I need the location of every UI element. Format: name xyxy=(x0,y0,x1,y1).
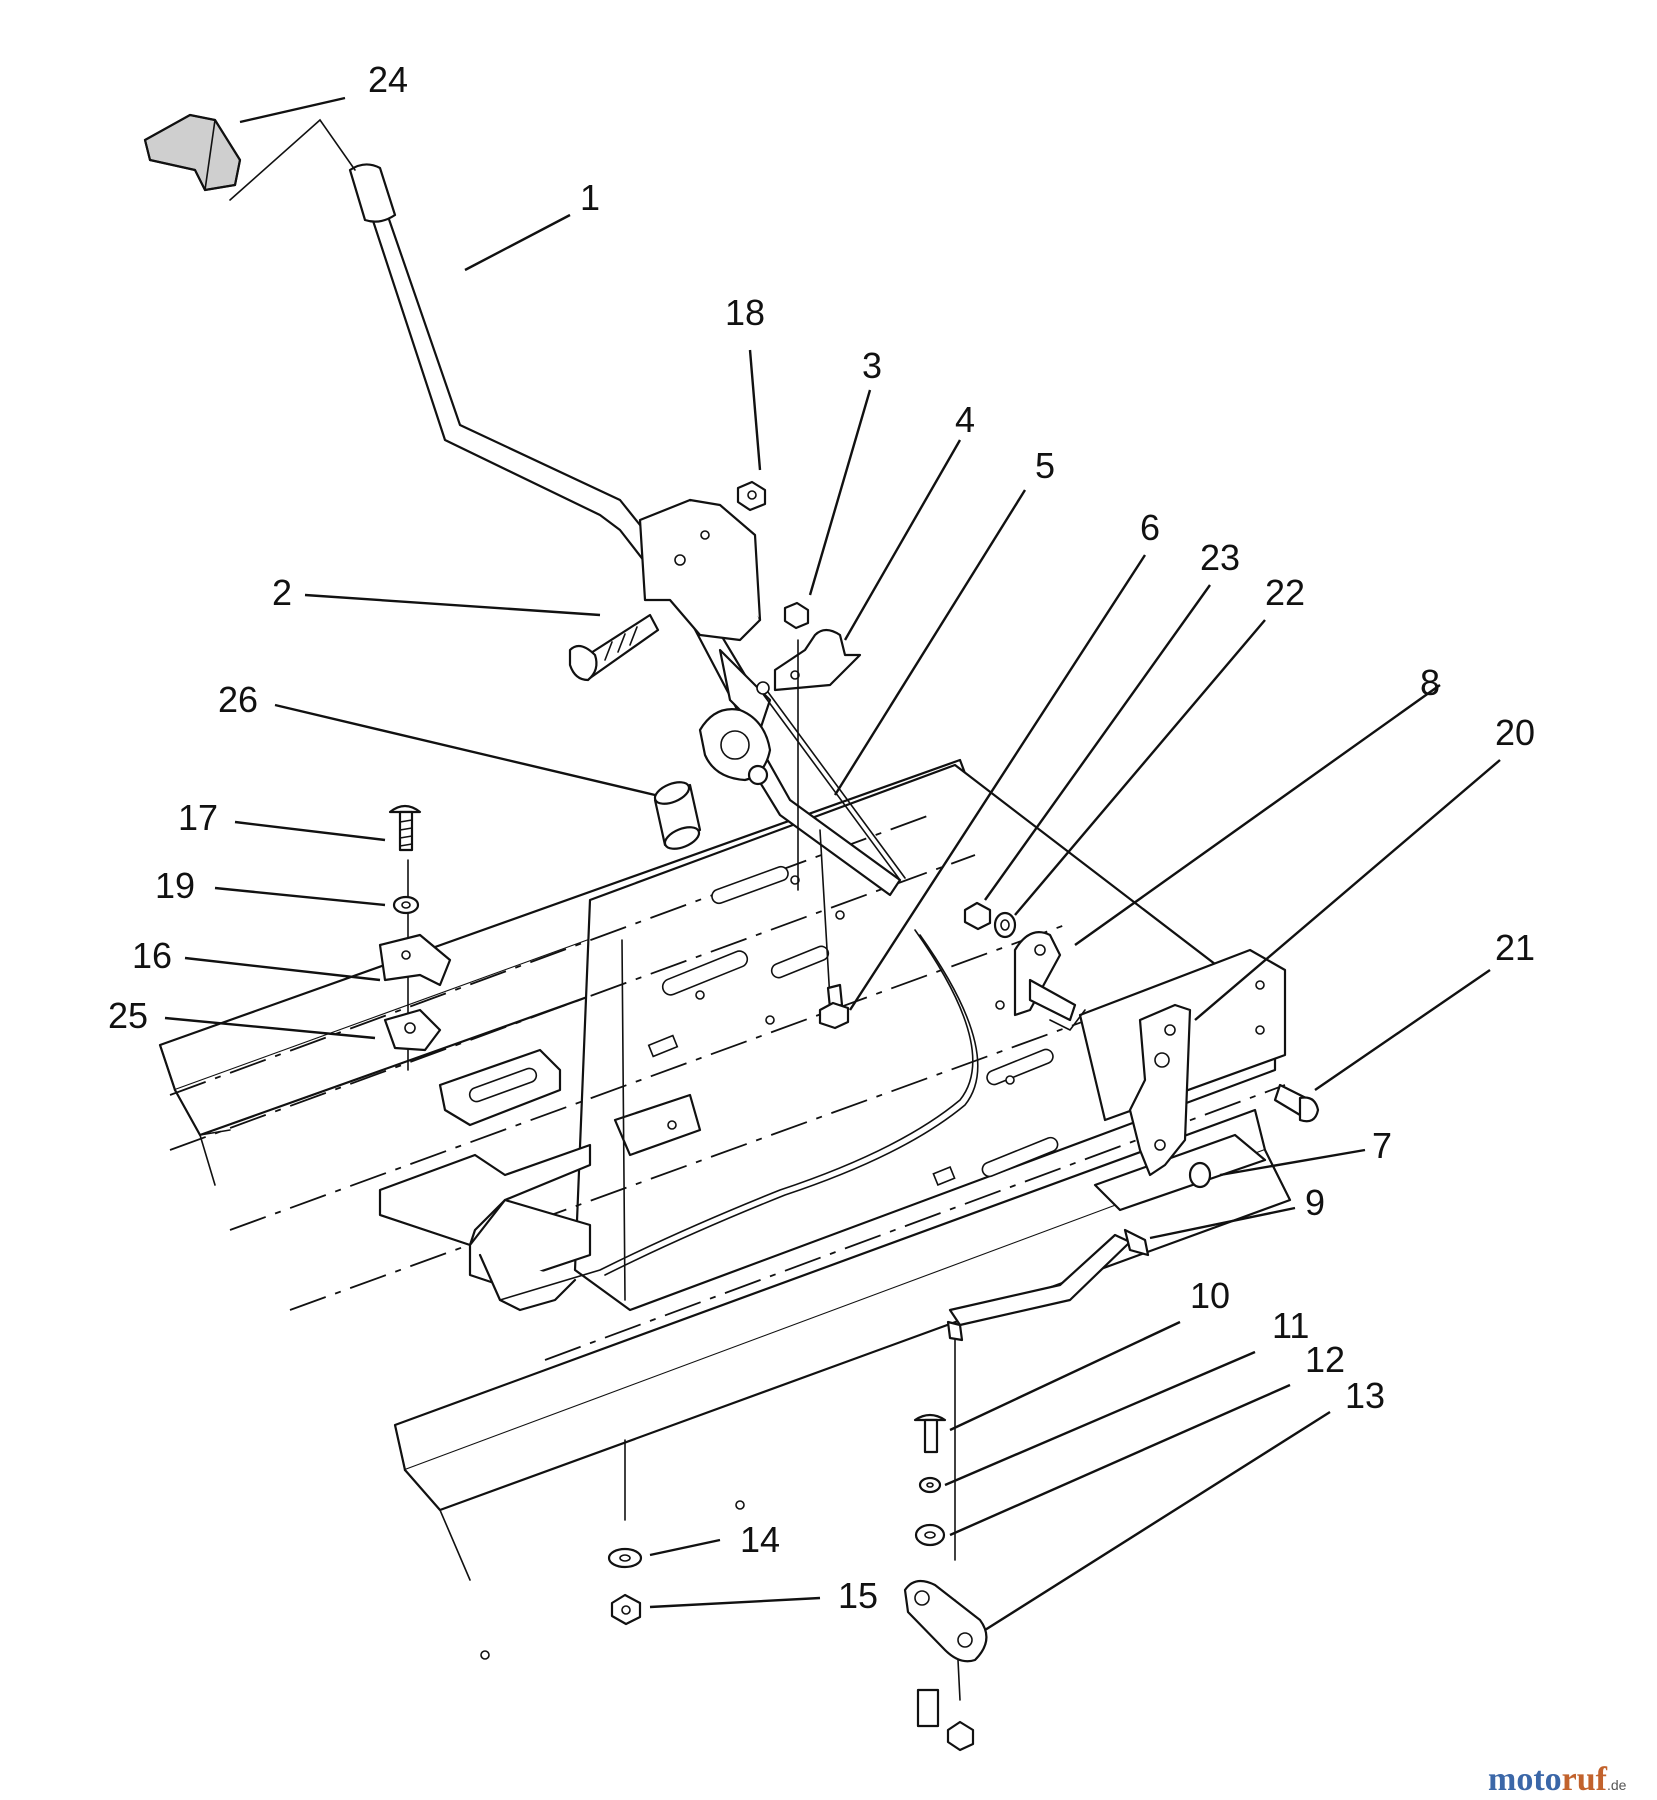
watermark-suffix: .de xyxy=(1607,1777,1627,1793)
callout-16: 16 xyxy=(132,935,172,976)
callout-12: 12 xyxy=(1305,1339,1345,1380)
bushing-26 xyxy=(653,781,702,850)
bolt-17 xyxy=(388,804,422,852)
plate-25 xyxy=(383,1008,442,1052)
washer-12 xyxy=(914,1523,946,1547)
plate-20 xyxy=(1128,1003,1192,1177)
callout-24: 24 xyxy=(368,59,408,100)
cable-5 xyxy=(499,681,979,1301)
clamp-4 xyxy=(773,628,862,692)
frame-rails xyxy=(158,758,1292,1581)
callout-18: 18 xyxy=(725,292,765,333)
callout-5: 5 xyxy=(1035,445,1055,486)
callout-13: 13 xyxy=(1345,1375,1385,1416)
spacer-7 xyxy=(1188,1161,1212,1189)
nut-18 xyxy=(736,480,767,512)
callout-20: 20 xyxy=(1495,712,1535,753)
callout-3: 3 xyxy=(862,345,882,386)
pivot-block xyxy=(698,708,772,786)
callout-25: 25 xyxy=(108,995,148,1036)
callout-10: 10 xyxy=(1190,1275,1230,1316)
nut-3 xyxy=(783,601,810,630)
callout-2: 2 xyxy=(272,572,292,613)
callout-4: 4 xyxy=(955,399,975,440)
pivot-bracket xyxy=(638,498,772,732)
watermark-part2: ruf xyxy=(1562,1761,1608,1798)
washer-11 xyxy=(918,1476,942,1494)
callout-19: 19 xyxy=(155,865,195,906)
frame-slots xyxy=(480,865,1265,1660)
bolt-10 xyxy=(913,1413,947,1454)
washer-19 xyxy=(392,895,420,915)
washer-22 xyxy=(993,911,1017,939)
nut-15 xyxy=(610,1593,642,1626)
callout-6: 6 xyxy=(1140,507,1160,548)
arm-8 xyxy=(1013,931,1086,1032)
svg-text:motoruf.de: motoruf.de xyxy=(1488,1761,1627,1798)
bolt-6 xyxy=(818,983,850,1030)
lever-knob xyxy=(143,113,356,201)
callout-17: 17 xyxy=(178,797,218,838)
callout-14: 14 xyxy=(740,1519,780,1560)
watermark-logo: motoruf.de xyxy=(1488,1761,1627,1798)
bolt-2 xyxy=(568,613,660,682)
link-13 xyxy=(903,1579,988,1752)
seat-bracket xyxy=(378,1048,702,1312)
callout-11: 11 xyxy=(1272,1305,1309,1346)
nut-23 xyxy=(963,901,992,931)
callout-26: 26 xyxy=(218,679,258,720)
washer-14 xyxy=(607,1547,643,1569)
callout-labels: 24 1 18 3 4 5 6 23 22 2 26 8 20 17 19 16… xyxy=(108,59,1535,1616)
bracket-16 xyxy=(378,933,452,987)
callout-23: 23 xyxy=(1200,537,1240,578)
shift-lever xyxy=(348,163,902,897)
callout-1: 1 xyxy=(580,177,600,218)
link-rod-9 xyxy=(946,1228,1150,1342)
callout-22: 22 xyxy=(1265,572,1305,613)
leader-lines xyxy=(164,96,1501,1632)
callout-15: 15 xyxy=(838,1575,878,1616)
callout-21: 21 xyxy=(1495,927,1535,968)
watermark-part1: moto xyxy=(1488,1761,1562,1798)
callout-7: 7 xyxy=(1372,1125,1392,1166)
callout-9: 9 xyxy=(1305,1182,1325,1223)
bolt-21 xyxy=(1273,1083,1320,1123)
callout-8: 8 xyxy=(1420,662,1440,703)
